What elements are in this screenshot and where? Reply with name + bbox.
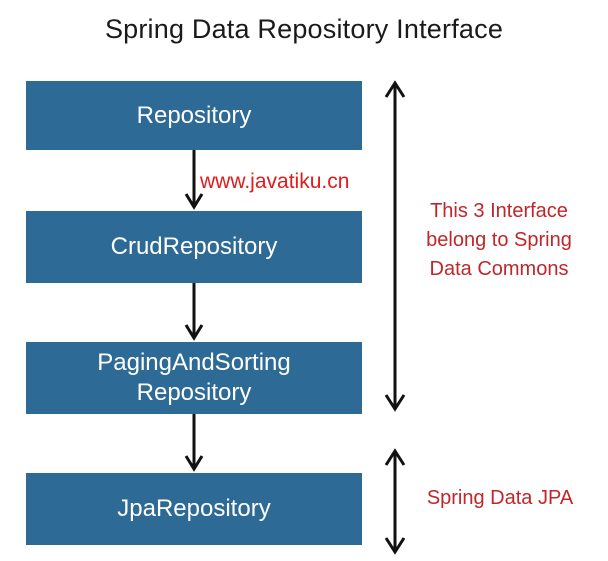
note-spring-data-jpa: Spring Data JPA xyxy=(410,484,590,513)
note-line-2: belong to Spring xyxy=(426,229,572,251)
note-line-1: Spring Data JPA xyxy=(426,487,574,509)
box-jpa-repository: JpaRepository xyxy=(26,473,362,545)
box-label: JpaRepository xyxy=(117,495,271,522)
arrow-repository-to-crud-head xyxy=(184,193,204,210)
note-line-1: This 3 Interface xyxy=(430,200,568,222)
note-spring-data-commons: This 3 Interface belong to Spring Data C… xyxy=(404,197,594,284)
box-crud-repository: CrudRepository xyxy=(26,211,362,283)
box-label: CrudRepository xyxy=(110,233,278,260)
commons-range-arrow-bottom xyxy=(384,394,406,412)
arrow-paging-to-jpa-head xyxy=(184,455,204,472)
box-label-line-2: Repository xyxy=(136,379,252,406)
box-label: Repository xyxy=(136,101,252,129)
watermark-text: www.javatiku.cn xyxy=(200,170,350,193)
inheritance-arrows xyxy=(184,150,204,472)
box-label-line-1: PagingAndSorting xyxy=(97,349,291,376)
range-arrows xyxy=(384,80,406,555)
box-paging-and-sorting-repository: PagingAndSorting Repository xyxy=(26,342,362,414)
commons-range-arrow-top xyxy=(384,80,406,98)
box-repository: Repository xyxy=(26,81,362,150)
jpa-range-arrow-top xyxy=(384,448,406,466)
diagram-title: Spring Data Repository Interface xyxy=(104,14,504,44)
jpa-range-arrow-bottom xyxy=(384,537,406,555)
note-line-3: Data Commons xyxy=(429,258,569,280)
arrow-crud-to-paging-head xyxy=(184,324,204,341)
